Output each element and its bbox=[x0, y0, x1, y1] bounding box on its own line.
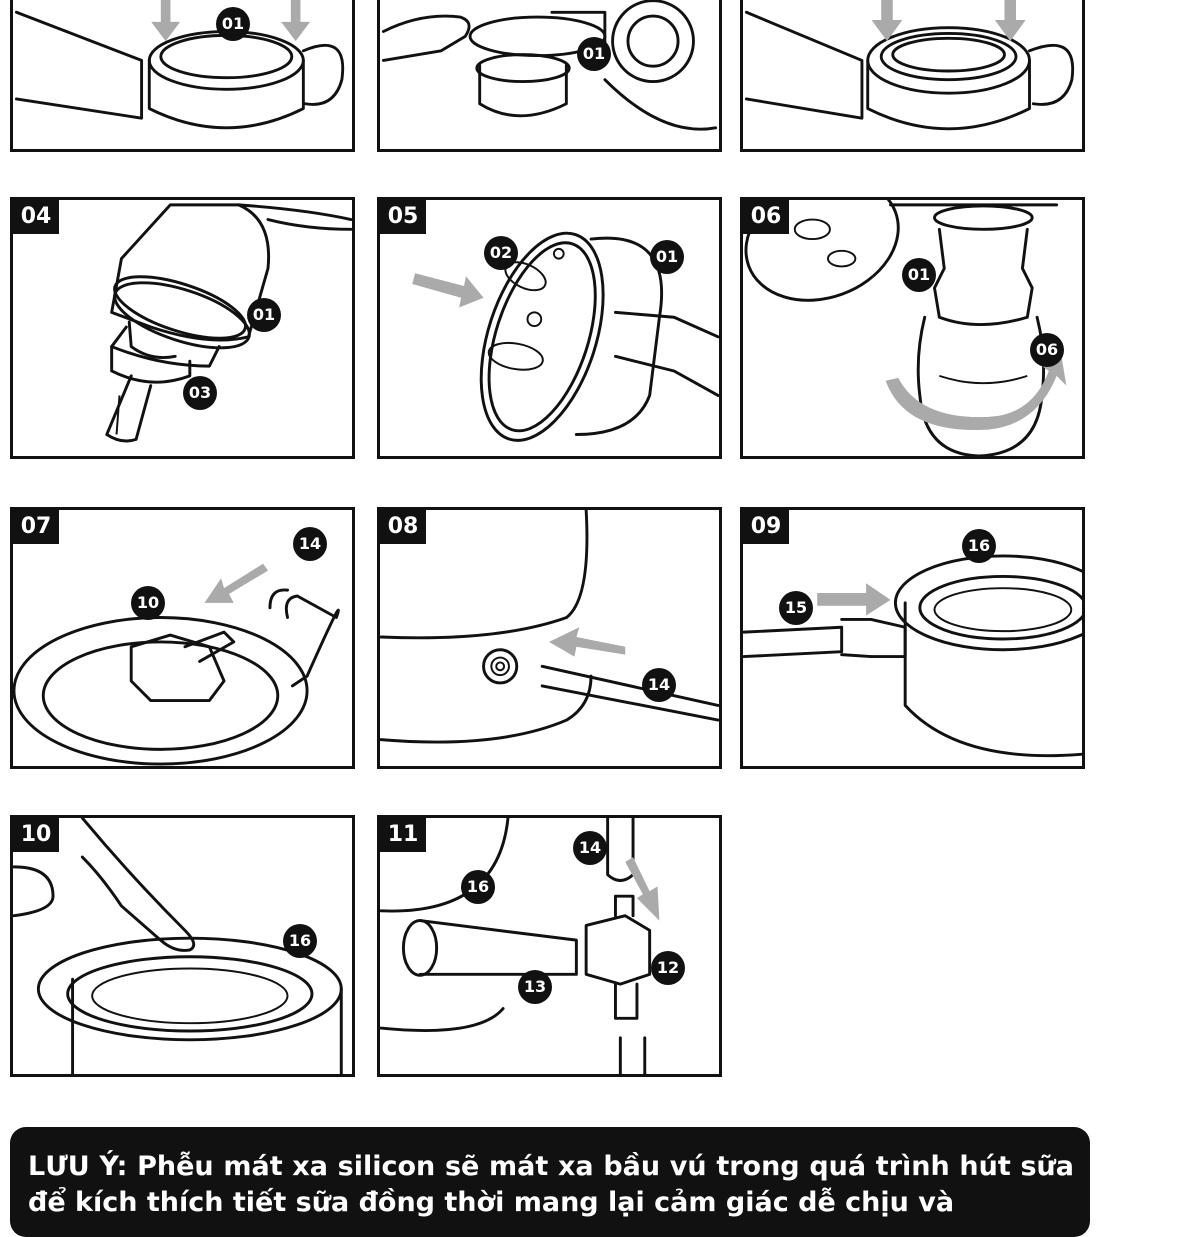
step-06-illustration bbox=[744, 200, 1067, 456]
callout-16: 16 bbox=[283, 924, 317, 958]
step-03-illustration bbox=[744, 0, 1075, 131]
step-panel-06: 06 01 06 bbox=[740, 197, 1085, 459]
callout-15: 15 bbox=[779, 591, 813, 625]
callout-01: 01 bbox=[650, 240, 684, 274]
step-panel-10: 10 16 bbox=[10, 815, 355, 1077]
step-label: 09 bbox=[743, 510, 789, 544]
step-panel-01: 01 bbox=[10, 0, 355, 152]
step-panel-04: 04 01 03 bbox=[10, 197, 355, 459]
step-10-illustration bbox=[13, 818, 343, 1074]
step-label: 11 bbox=[380, 818, 426, 852]
step-02-illustration bbox=[381, 0, 718, 131]
callout-03: 03 bbox=[183, 376, 217, 410]
callout-16: 16 bbox=[962, 529, 996, 563]
callout-14: 14 bbox=[293, 527, 327, 561]
step-panel-03 bbox=[740, 0, 1085, 152]
note-banner: LƯU Ý: Phễu mát xa silicon sẽ mát xa bầu… bbox=[10, 1127, 1090, 1237]
step-panel-05: 05 02 01 bbox=[377, 197, 722, 459]
callout-02: 02 bbox=[484, 236, 518, 270]
step-label: 08 bbox=[380, 510, 426, 544]
step-04-illustration bbox=[105, 203, 352, 443]
step-label: 10 bbox=[13, 818, 59, 852]
note-text: LƯU Ý: Phễu mát xa silicon sẽ mát xa bầu… bbox=[28, 1151, 1074, 1218]
step-label: 05 bbox=[380, 200, 426, 234]
callout-12: 12 bbox=[651, 951, 685, 985]
step-panel-08: 08 14 bbox=[377, 507, 722, 769]
callout-06: 06 bbox=[1030, 333, 1064, 367]
callout-01: 01 bbox=[216, 7, 250, 41]
step-panel-02: 01 bbox=[377, 0, 722, 152]
callout-14: 14 bbox=[642, 668, 676, 702]
step-panel-07: 07 14 10 bbox=[10, 507, 355, 769]
step-07-illustration bbox=[13, 563, 340, 766]
callout-16: 16 bbox=[461, 870, 495, 904]
step-label: 06 bbox=[743, 200, 789, 234]
step-08-illustration bbox=[380, 510, 719, 744]
step-05-illustration bbox=[412, 231, 719, 442]
step-label: 07 bbox=[13, 510, 59, 544]
step-panel-09: 09 16 15 bbox=[740, 507, 1085, 769]
step-09-illustration bbox=[743, 554, 1082, 758]
step-01-illustration bbox=[14, 0, 345, 130]
callout-14: 14 bbox=[573, 831, 607, 865]
step-11-illustration bbox=[380, 818, 660, 1074]
step-panel-11: 11 14 16 12 13 bbox=[377, 815, 722, 1077]
callout-01: 01 bbox=[577, 37, 611, 71]
callout-10: 10 bbox=[131, 586, 165, 620]
step-label: 04 bbox=[13, 200, 59, 234]
callout-01: 01 bbox=[247, 298, 281, 332]
callout-13: 13 bbox=[518, 970, 552, 1004]
callout-01: 01 bbox=[902, 258, 936, 292]
